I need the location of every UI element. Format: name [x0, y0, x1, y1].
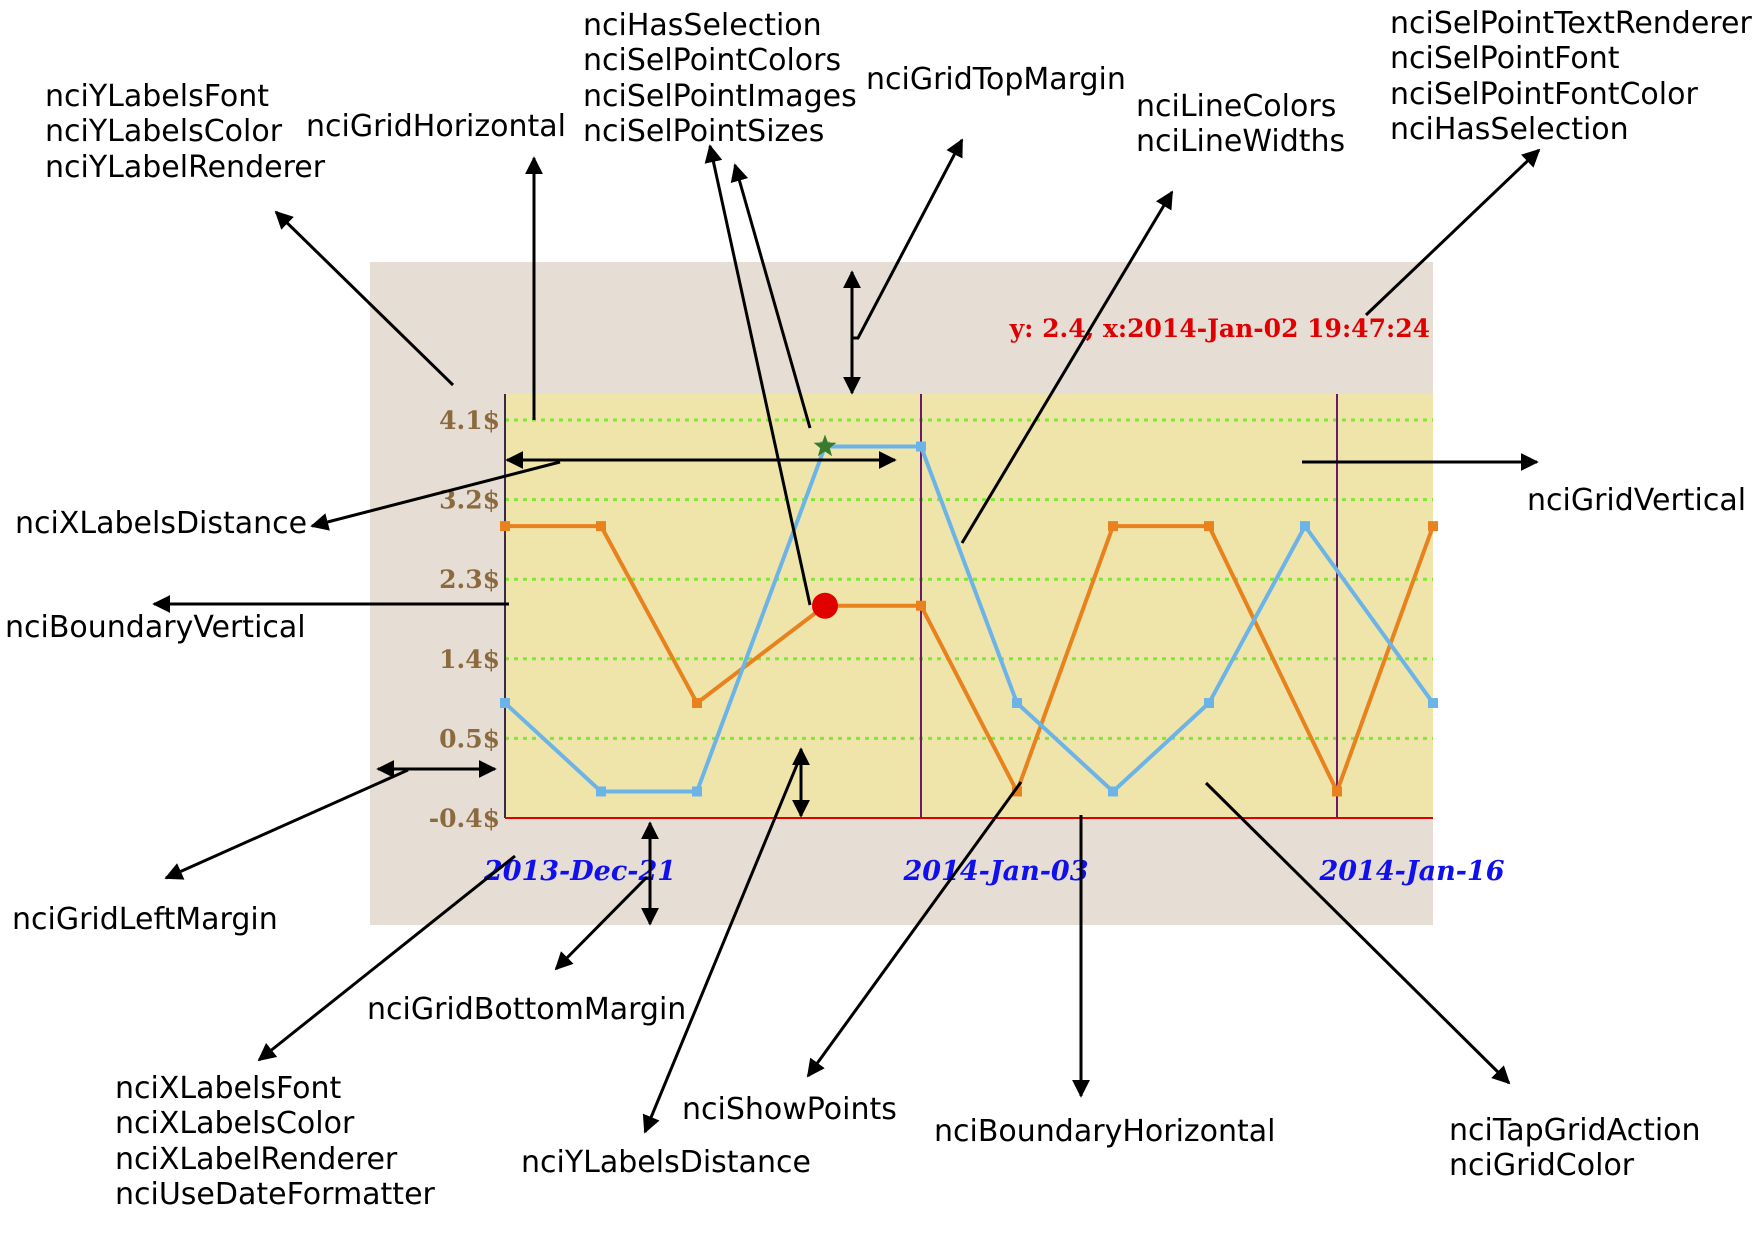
- callout-grid-horizontal: nciGridHorizontal: [306, 109, 566, 144]
- callout-grid-top-margin: nciGridTopMargin: [866, 62, 1126, 97]
- arrow-selection-text: [1364, 148, 1541, 317]
- data-point: [1108, 521, 1118, 532]
- y-axis-label: 2.3$: [439, 565, 500, 594]
- y-axis-label: 0.5$: [439, 724, 500, 753]
- data-point: [1108, 786, 1118, 797]
- data-point: [1428, 521, 1438, 532]
- callout-grid-left-margin: nciGridLeftMargin: [12, 902, 278, 937]
- data-point: [692, 786, 702, 797]
- data-point: [1332, 786, 1342, 797]
- callout-tap-grid: nciTapGridAction nciGridColor: [1449, 1113, 1710, 1183]
- data-point: [692, 698, 702, 709]
- arrow-y-labels-distance: [642, 754, 803, 1134]
- x-axis-label: 2013-Dec-21: [483, 856, 676, 887]
- callout-x-labels: nciXLabelsFont nciXLabelsColor nciXLabel…: [115, 1071, 436, 1212]
- data-point: [1428, 698, 1438, 709]
- data-point: [1204, 521, 1214, 532]
- data-point: [500, 698, 510, 709]
- arrow-show-points: [806, 781, 1023, 1078]
- y-axis-label: -0.4$: [429, 804, 500, 833]
- selected-point-circle: [812, 592, 838, 619]
- callout-show-points: nciShowPoints: [682, 1092, 897, 1127]
- callout-grid-vertical: nciGridVertical: [1527, 483, 1746, 518]
- arrow-x-labels: [257, 854, 516, 1062]
- callout-y-labels: nciYLabelsFont nciYLabelsColor nciYLabel…: [45, 79, 326, 185]
- callout-boundary-vertical: nciBoundaryVertical: [5, 610, 306, 645]
- arrow-grid-top-margin: [852, 138, 964, 340]
- data-point: [1012, 786, 1022, 797]
- series-line-1: [503, 444, 1435, 794]
- callout-selection-points: nciHasSelection nciSelPointColors nciSel…: [583, 8, 866, 149]
- callout-x-labels-distance: nciXLabelsDistance: [15, 506, 307, 541]
- callout-y-labels-distance: nciYLabelsDistance: [521, 1145, 811, 1180]
- arrow-line-styles: [960, 190, 1174, 544]
- selected-point-star: [813, 434, 837, 457]
- arrow-selection-star: [730, 163, 812, 429]
- data-point: [916, 600, 926, 611]
- arrow-grid-left-margin: [164, 768, 409, 880]
- y-axis-label: 1.4$: [439, 645, 500, 674]
- data-point: [500, 521, 510, 532]
- arrow-grid-bottom-margin: [554, 875, 649, 971]
- y-axis-label: 4.1$: [439, 406, 500, 435]
- callout-grid-bottom-margin: nciGridBottomMargin: [367, 992, 686, 1027]
- arrow-tap-grid: [1204, 781, 1511, 1085]
- data-point: [596, 786, 606, 797]
- selection-readout: y: 2.4, x:2014-Jan-02 19:47:24: [1009, 314, 1430, 343]
- arrow-y-labels: [274, 210, 455, 387]
- x-axis-label: 2014-Jan-16: [1318, 856, 1504, 887]
- callout-line-styles: nciLineColors nciLineWidths: [1136, 89, 1346, 159]
- data-point: [1204, 698, 1214, 709]
- data-point: [1300, 521, 1310, 532]
- arrow-x-labels-distance: [310, 460, 561, 531]
- series-line-0: [505, 524, 1435, 794]
- data-point: [1012, 698, 1022, 709]
- callout-boundary-horizontal: nciBoundaryHorizontal: [934, 1114, 1276, 1149]
- callout-selection-text: nciSelPointTextRenderer nciSelPointFont …: [1390, 6, 1754, 147]
- x-axis-label: 2014-Jan-03: [902, 856, 1088, 887]
- data-point: [596, 521, 606, 532]
- arrow-selection-red: [704, 144, 812, 606]
- data-point: [916, 441, 926, 452]
